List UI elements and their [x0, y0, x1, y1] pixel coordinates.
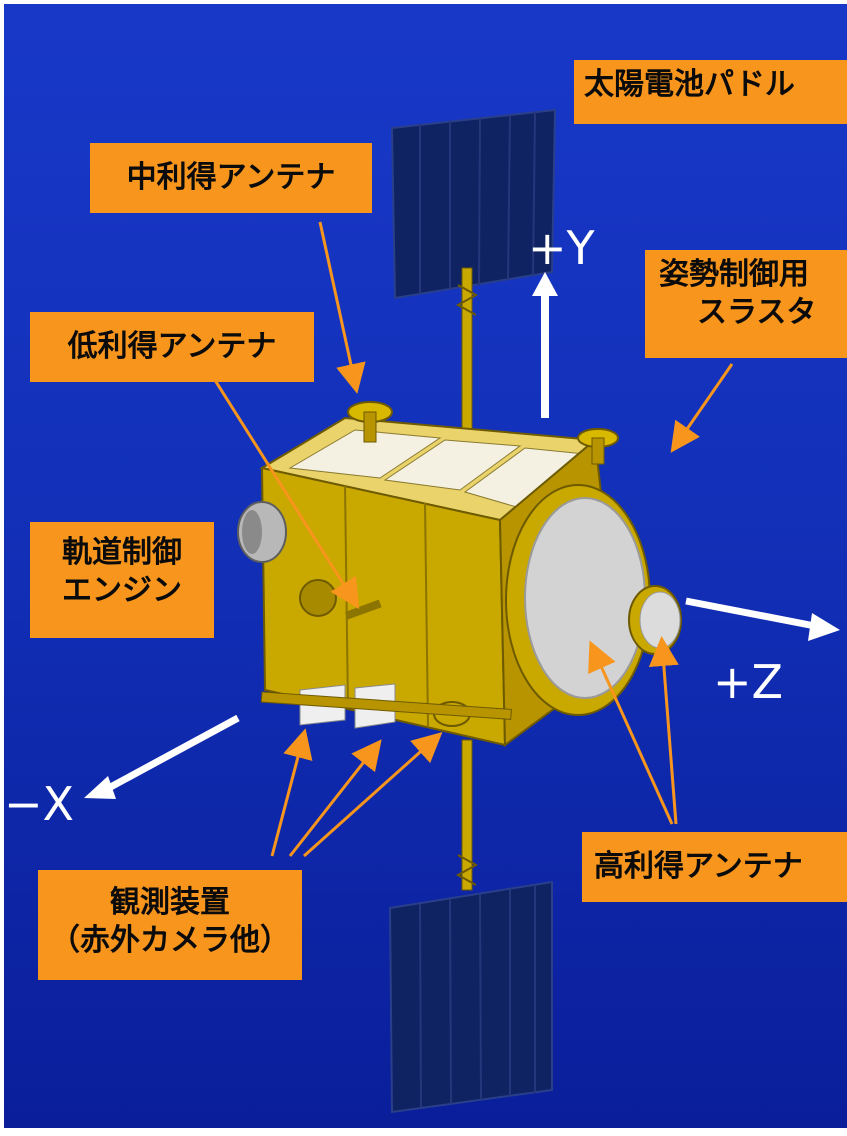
solar-panel-lower [388, 880, 553, 1114]
label-attitude-thruster-line2: スラスタ [697, 295, 817, 330]
label-attitude-thruster: 姿勢制御用 スラスタ [645, 250, 847, 358]
axis-arrow-z [685, 597, 840, 641]
label-attitude-thruster-line1: 姿勢制御用 [659, 257, 809, 292]
label-medium-gain-antenna: 中利得アンテナ [90, 143, 372, 213]
axis-arrow-y [532, 272, 558, 418]
low-gain-antenna-stub [299, 579, 382, 620]
label-observation-instruments-line2: （赤外カメラ他） [50, 923, 290, 958]
axis-label-x: −X [4, 777, 75, 831]
high-gain-antenna-dish [505, 484, 682, 716]
label-low-gain-antenna: 低利得アンテナ [30, 312, 314, 382]
leader-instr-2 [288, 739, 382, 857]
label-observation-instruments-line1: 観測装置 [110, 885, 230, 920]
attitude-thruster [577, 428, 619, 465]
label-orbit-engine-line1: 軌道制御 [62, 535, 182, 570]
label-orbit-engine-line2: エンジン [62, 573, 182, 608]
leader-low-gain [194, 349, 360, 610]
axis-label-y: +Y [528, 221, 595, 275]
axis-label-z: +Z [713, 655, 784, 709]
leader-lines [194, 221, 734, 858]
leader-instr-1 [270, 728, 313, 857]
leader-thruster [670, 363, 734, 453]
leader-hga-2 [648, 636, 679, 825]
orbit-engine-nozzle [237, 501, 287, 563]
label-orbit-engine: 軌道制御 エンジン [30, 522, 214, 638]
medium-gain-antenna [347, 401, 393, 443]
label-observation-instruments: 観測装置 （赤外カメラ他） [38, 870, 302, 980]
solar-mast-upper [455, 267, 479, 437]
label-high-gain-antenna: 高利得アンテナ [582, 832, 847, 902]
leader-instr-3 [302, 731, 443, 858]
leader-hga-1 [588, 640, 674, 825]
solar-panel-upper [390, 108, 557, 300]
label-solar-paddle: 太陽電池パドル [574, 60, 847, 124]
observation-instruments [260, 683, 512, 729]
leader-medium-gain [318, 221, 366, 394]
axis-arrow-x [84, 714, 240, 799]
solar-mast-lower [455, 739, 479, 891]
